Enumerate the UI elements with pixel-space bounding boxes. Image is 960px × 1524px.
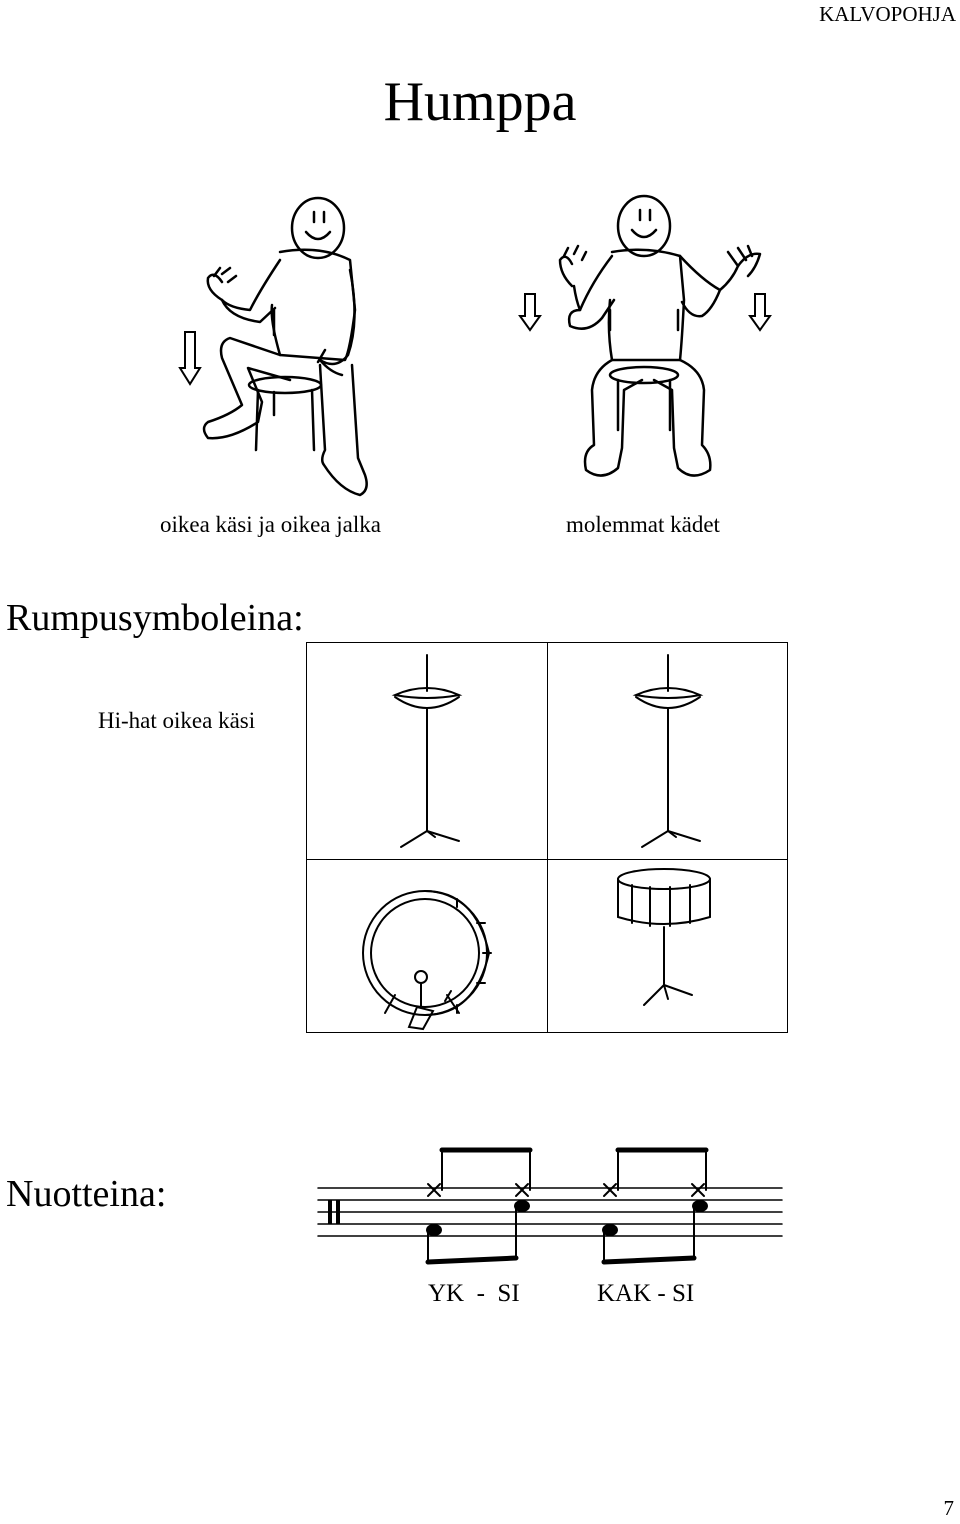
hihat-cymbal-icon	[632, 654, 704, 848]
percussion-clef-bar	[328, 1200, 332, 1224]
header-label: KALVOPOHJA	[819, 2, 956, 26]
drum-notation-staff	[317, 1147, 783, 1265]
caption-left: oikea käsi ja oikea jalka	[160, 512, 381, 537]
grid-divider-vertical	[547, 643, 548, 1032]
down-arrow-icon	[178, 331, 202, 386]
down-arrow-icon	[518, 293, 542, 332]
down-arrow-icon	[748, 293, 772, 332]
bass-drum-note	[426, 1224, 442, 1236]
section-heading-drum-symbols: Rumpusymboleina:	[6, 597, 304, 639]
page-title: Humppa	[383, 71, 577, 133]
page-number: 7	[943, 1496, 955, 1520]
grid-divider-horizontal	[307, 859, 787, 860]
section-heading-notation: Nuotteina:	[6, 1173, 167, 1215]
syllable-label: YK - SI	[428, 1280, 520, 1307]
seated-person-right-illustration	[558, 194, 762, 477]
percussion-clef-bar	[336, 1200, 340, 1224]
drum-notes	[425, 1200, 708, 1265]
syllable-label: KAK - SI	[597, 1280, 695, 1307]
hihat-cymbal-icon	[391, 654, 463, 848]
seated-person-left-illustration	[202, 196, 368, 497]
caption-right: molemmat kädet	[566, 512, 720, 537]
bass-drum-icon	[362, 890, 492, 1031]
hihat-label: Hi-hat oikea käsi	[98, 708, 256, 733]
snare-drum-icon	[617, 868, 711, 1006]
snare-note	[514, 1200, 530, 1212]
hihat-notes	[427, 1147, 709, 1197]
bass-drum-note	[602, 1224, 618, 1236]
snare-note	[692, 1200, 708, 1212]
drum-symbol-grid	[306, 642, 788, 1033]
